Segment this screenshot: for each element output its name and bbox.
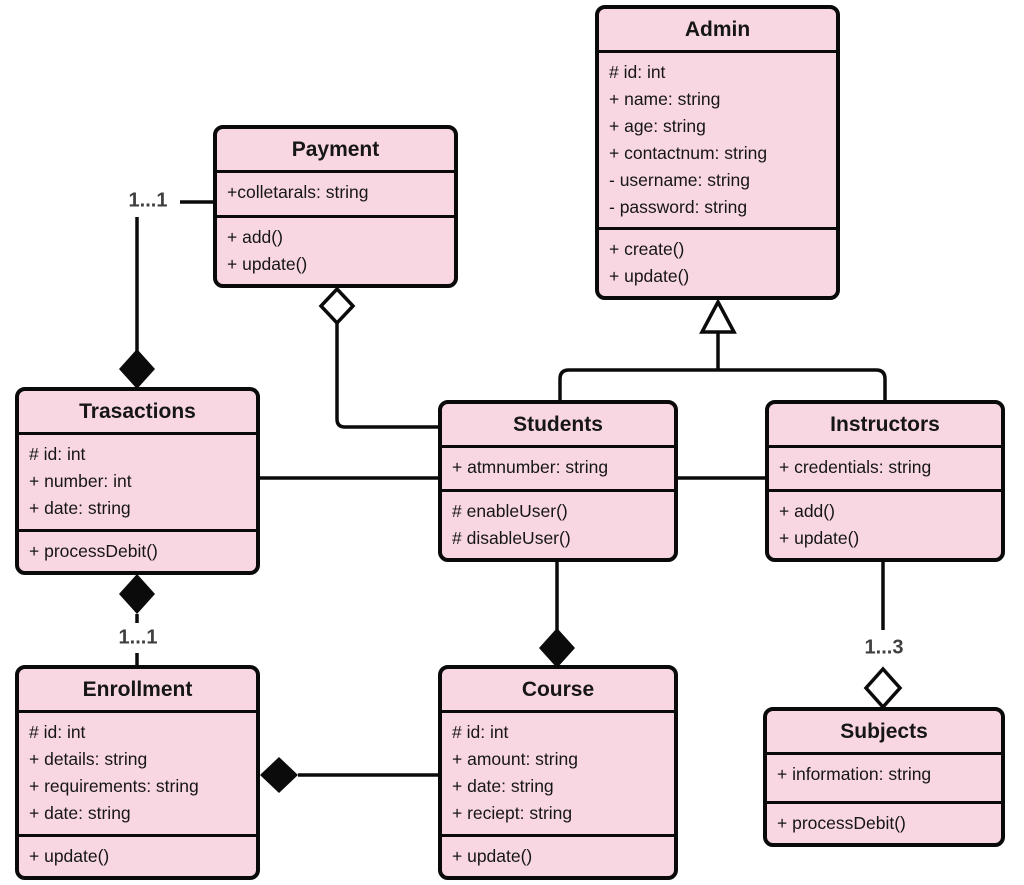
attribute-row: + credentials: string	[779, 457, 932, 477]
class-title: Payment	[217, 129, 454, 173]
class-title: Admin	[599, 9, 836, 53]
attribute-row: # id: int	[29, 722, 86, 742]
attribute-row: # id: int	[29, 444, 86, 464]
attribute-row: + date: string	[452, 776, 554, 796]
class-attributes: # id: int + details: string + requirements…	[19, 713, 256, 837]
class-payment: Payment +colletarals: string + add() + up…	[213, 125, 458, 288]
class-methods: + create() + update()	[599, 230, 836, 296]
class-methods: + update()	[19, 837, 256, 876]
generalization-line	[558, 368, 887, 401]
class-methods: + update()	[442, 837, 674, 876]
attribute-row: + amount: string	[452, 749, 578, 769]
class-methods: + processDebit()	[19, 532, 256, 571]
attribute-row: + reciept: string	[452, 803, 573, 823]
class-title: Instructors	[769, 404, 1001, 448]
method-row: + update()	[29, 846, 110, 866]
relationship-enrollment-course	[260, 757, 440, 793]
class-attributes: + credentials: string	[769, 448, 1001, 492]
method-row: + update()	[452, 846, 533, 866]
class-title: Trasactions	[19, 391, 256, 435]
attribute-row: # id: int	[609, 62, 666, 82]
class-title: Students	[442, 404, 674, 448]
class-attributes: # id: int + number: int + date: string	[19, 435, 256, 532]
method-row: # disableUser()	[452, 528, 571, 548]
class-attributes: + information: string	[767, 755, 1001, 804]
attribute-row: + information: string	[777, 764, 932, 784]
method-row: + update()	[779, 528, 860, 548]
method-row: + add()	[779, 501, 835, 521]
attribute-row: + name: string	[609, 89, 721, 109]
multiplicity-label: 1...1	[125, 189, 171, 213]
class-attributes: # id: int + amount: string + date: string +…	[442, 713, 674, 837]
class-subjects: Subjects + information: string + process…	[763, 707, 1005, 847]
class-transactions: Trasactions # id: int + number: int + date…	[15, 387, 260, 575]
method-row: + update()	[609, 266, 690, 286]
class-attributes: + atmnumber: string	[442, 448, 674, 492]
relationship-payment-transactions	[119, 200, 214, 389]
method-row: + processDebit()	[29, 541, 158, 561]
method-row: + update()	[227, 254, 308, 274]
method-row: + add()	[227, 227, 283, 247]
class-title: Course	[442, 669, 674, 713]
composition-diamond-icon	[260, 757, 298, 793]
relationship-payment-students	[318, 286, 440, 429]
attribute-row: +colletarals: string	[227, 182, 369, 202]
method-row: + create()	[609, 239, 685, 259]
composition-diamond-icon	[539, 628, 575, 668]
composition-diamond-icon	[119, 349, 155, 389]
attribute-row: + date: string	[29, 803, 131, 823]
attribute-row: + age: string	[609, 116, 706, 136]
multiplicity-label: 1...3	[861, 636, 907, 660]
attribute-row: + date: string	[29, 498, 131, 518]
class-students: Students + atmnumber: string # enableUse…	[438, 400, 678, 562]
attribute-row: # id: int	[452, 722, 509, 742]
attribute-row: + number: int	[29, 471, 132, 491]
composition-diamond-icon	[119, 574, 155, 614]
association-line	[335, 323, 440, 429]
class-instructors: Instructors + credentials: string + add(…	[765, 400, 1005, 562]
attribute-row: + atmnumber: string	[452, 457, 609, 477]
class-attributes: # id: int + name: string + age: string + co…	[599, 53, 836, 230]
attribute-row: + requirements: string	[29, 776, 199, 796]
attribute-row: - password: string	[609, 197, 748, 217]
generalization-triangle-icon	[699, 298, 737, 334]
attribute-row: - username: string	[609, 170, 751, 190]
class-title: Subjects	[767, 711, 1001, 755]
class-methods: + processDebit()	[767, 804, 1001, 843]
class-admin: Admin # id: int + name: string + age: stri…	[595, 5, 840, 300]
method-row: + processDebit()	[777, 813, 906, 833]
class-methods: # enableUser() # disableUser()	[442, 492, 674, 558]
relationship-instructors-subjects	[863, 560, 903, 710]
class-course: Course # id: int + amount: string + date: …	[438, 665, 678, 880]
class-title: Enrollment	[19, 669, 256, 713]
class-methods: + add() + update()	[769, 492, 1001, 558]
class-attributes: +colletarals: string	[217, 173, 454, 218]
relationship-generalization-admin	[558, 298, 887, 401]
attribute-row: + details: string	[29, 749, 148, 769]
method-row: # enableUser()	[452, 501, 568, 521]
relationship-transactions-enrollment	[119, 574, 155, 667]
class-enrollment: Enrollment # id: int + details: string + r…	[15, 665, 260, 880]
multiplicity-label: 1...1	[115, 626, 161, 650]
aggregation-diamond-icon	[863, 666, 903, 710]
aggregation-diamond-icon	[318, 286, 356, 326]
attribute-row: + contactnum: string	[609, 143, 768, 163]
relationship-students-course	[539, 560, 575, 668]
class-methods: + add() + update()	[217, 218, 454, 284]
